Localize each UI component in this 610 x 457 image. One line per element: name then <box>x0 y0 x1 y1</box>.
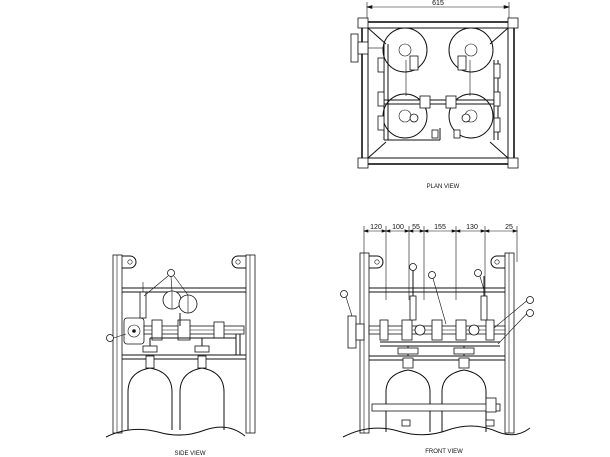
front-view-caption: FRONT VIEW <box>425 449 463 455</box>
side-view-caption: SIDE VIEW <box>174 451 205 457</box>
plan-frame <box>361 21 515 165</box>
plan-view: 615 <box>350 0 519 169</box>
plan-inlet-flange <box>350 33 384 63</box>
front-dim-2: 100 <box>392 224 404 231</box>
front-dim-6: 25 <box>505 224 513 231</box>
front-dim-1: 120 <box>370 224 382 231</box>
plan-view-caption: PLAN VIEW <box>427 184 460 190</box>
front-dim-5: 130 <box>466 224 478 231</box>
plan-dimension-label: 615 <box>432 0 444 7</box>
front-dim-4: 155 <box>434 224 446 231</box>
side-view <box>105 254 256 438</box>
front-dim-3: 55 <box>412 224 420 231</box>
front-view: 120 100 55 155 130 25 <box>340 224 534 438</box>
plan-dimension: 615 <box>365 0 511 22</box>
front-dimension-chain: 120 100 55 155 130 25 <box>362 224 519 300</box>
